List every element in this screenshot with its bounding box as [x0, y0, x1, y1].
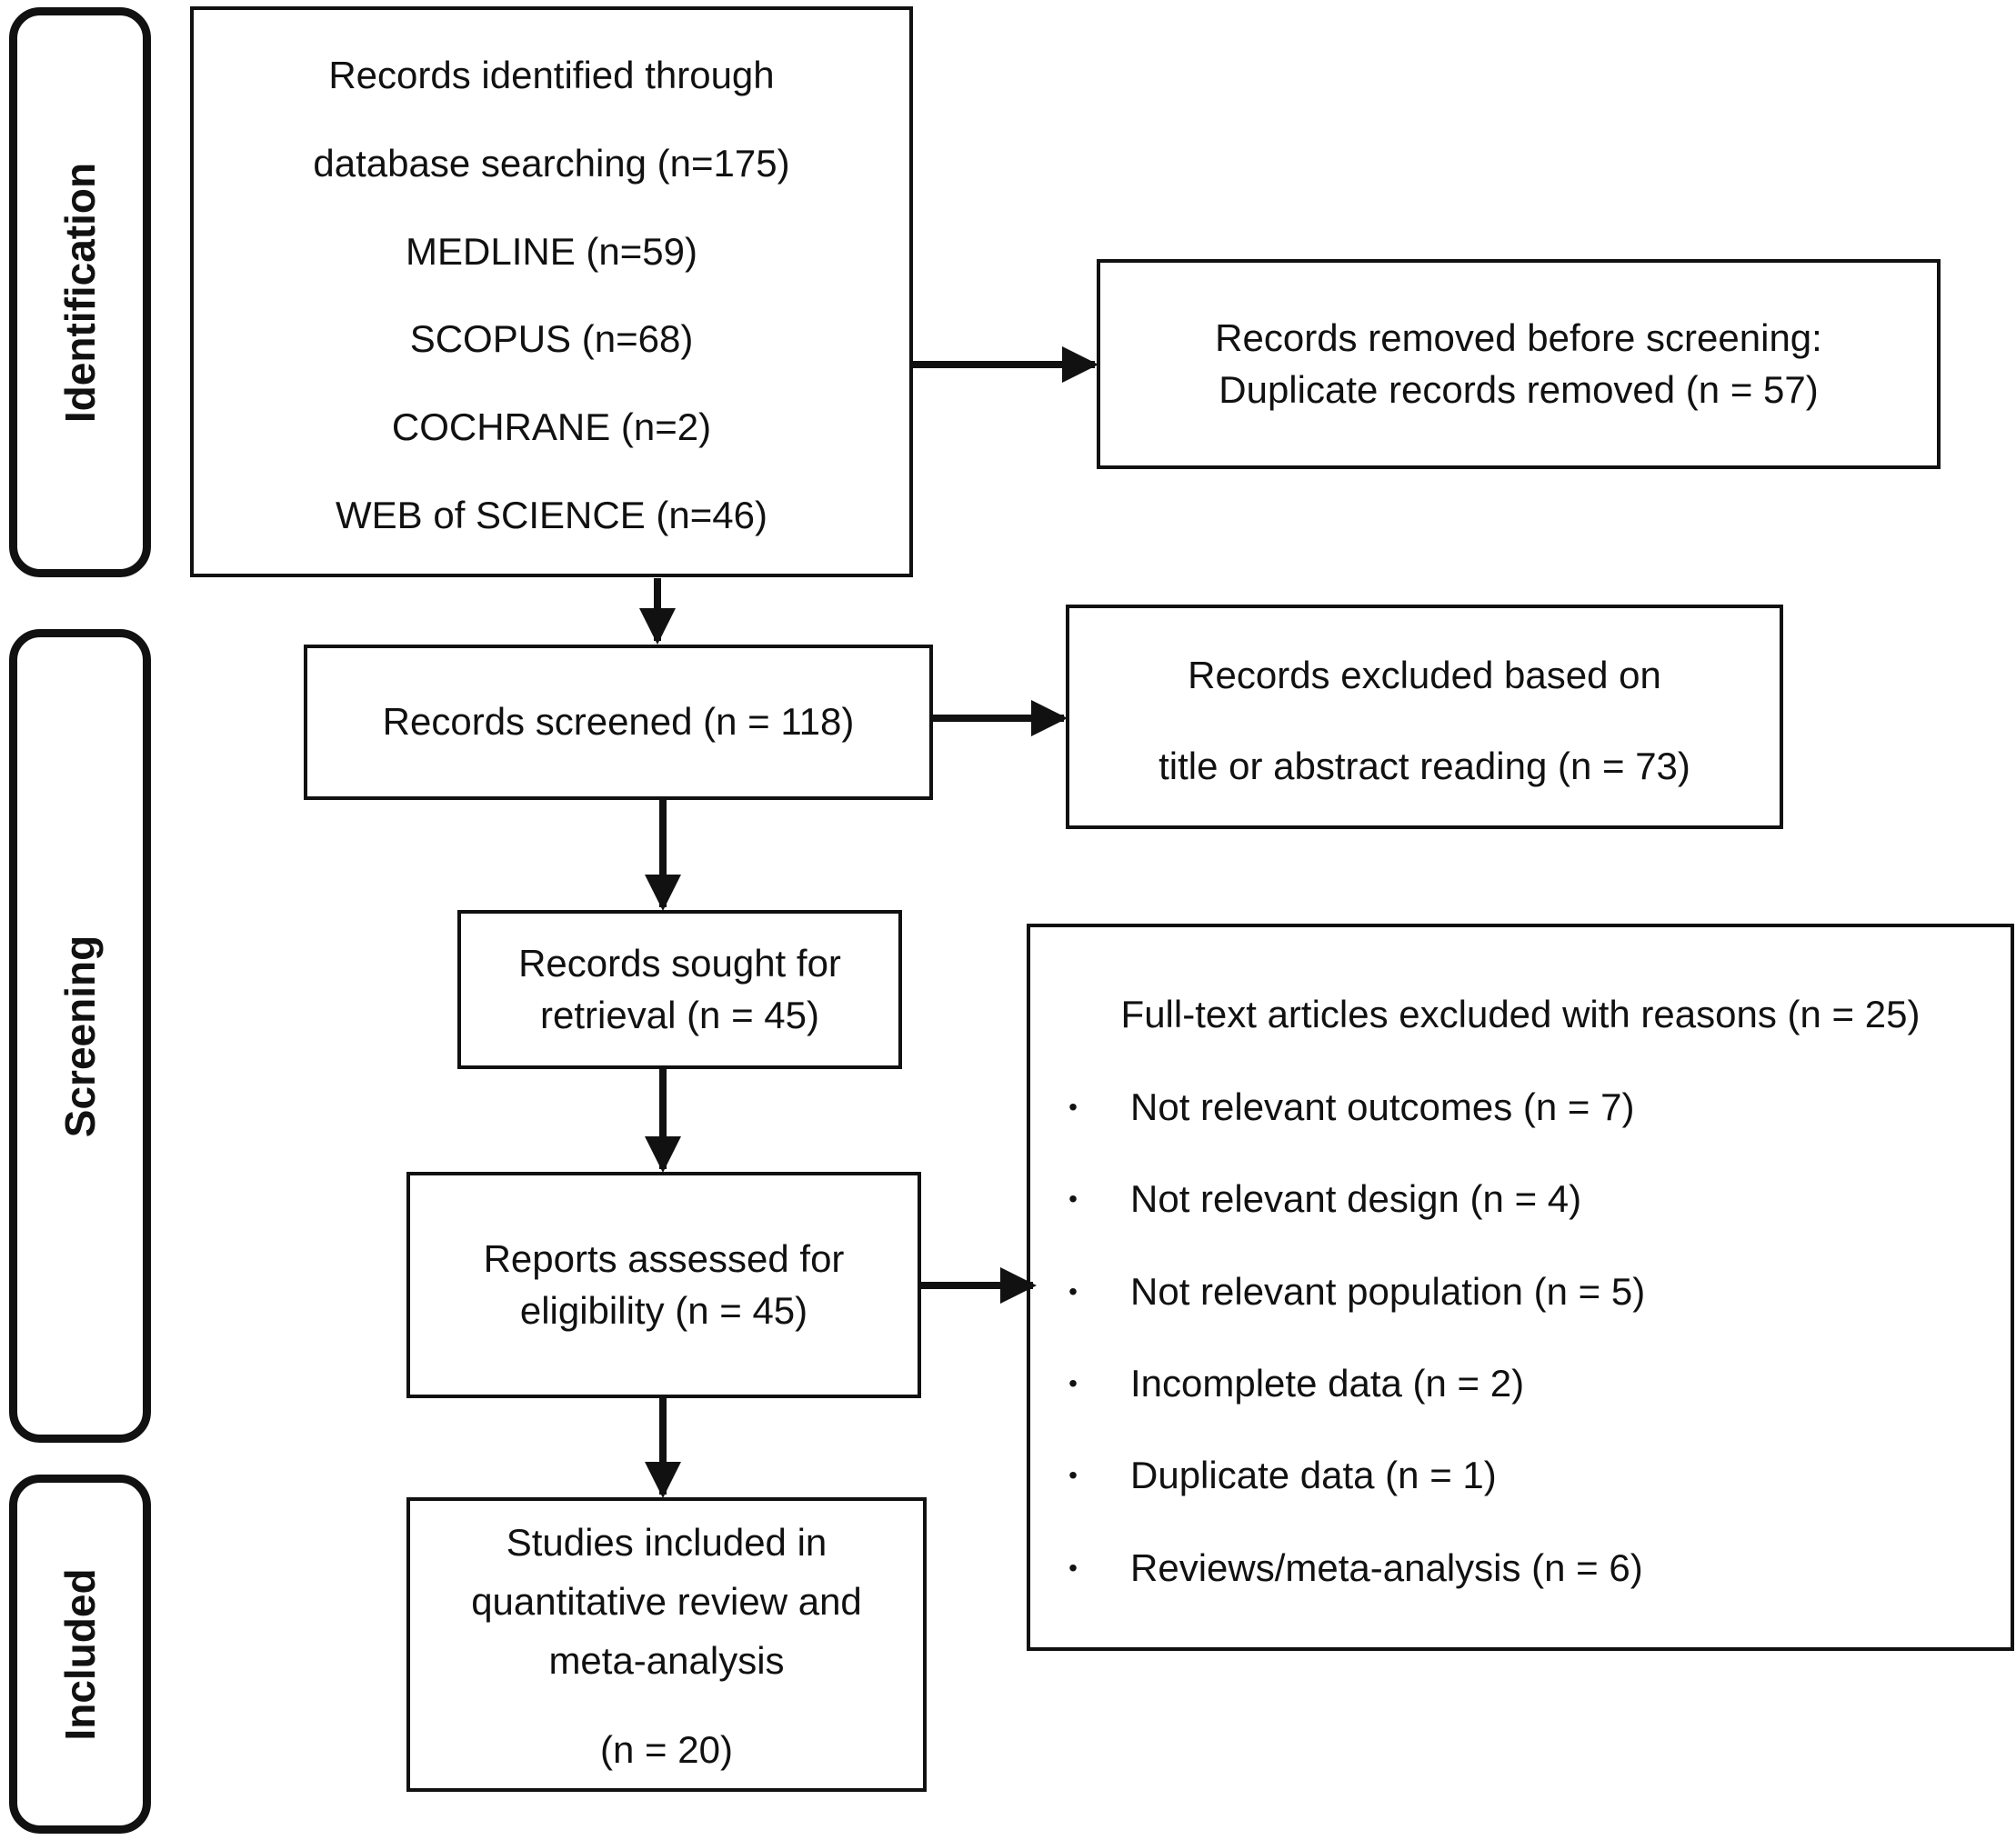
bullet-icon: •	[1068, 1093, 1078, 1121]
screened-text: Records screened (n = 118)	[382, 700, 855, 744]
records-screened-box: Records screened (n = 118)	[304, 645, 933, 800]
records-removed-box: Records removed before screening: Duplic…	[1097, 259, 1941, 469]
sought-line-1: Records sought for	[518, 942, 841, 985]
included-phase-label: Included	[56, 1567, 104, 1741]
bullet-icon: •	[1068, 1369, 1078, 1397]
included-phase-panel: Included	[9, 1475, 151, 1834]
exclusion-reason-text: Incomplete data (n = 2)	[1130, 1362, 1525, 1405]
exclusion-reason-item: • Duplicate data (n = 1)	[1030, 1450, 2011, 1501]
bullet-icon: •	[1068, 1277, 1078, 1305]
exclusion-reason-item: • Not relevant design (n = 4)	[1030, 1174, 2011, 1225]
exclusion-reason-item: • Reviews/meta-analysis (n = 6)	[1030, 1543, 2011, 1594]
identified-line-2: database searching (n=175)	[313, 142, 790, 185]
screening-phase-label: Screening	[56, 935, 104, 1137]
reports-assessed-box: Reports assessed for eligibility (n = 45…	[406, 1172, 921, 1398]
studies-included-box: Studies included in quantitative review …	[406, 1497, 927, 1792]
screening-phase-panel: Screening	[9, 629, 151, 1443]
assessed-line-2: eligibility (n = 45)	[519, 1288, 808, 1332]
identification-phase-panel: Identification	[9, 7, 151, 577]
records-excluded-title-box: Records excluded based on title or abstr…	[1066, 605, 1783, 829]
exclusion-reason-text: Reviews/meta-analysis (n = 6)	[1130, 1546, 1643, 1589]
exclusion-reason-text: Not relevant population (n = 5)	[1130, 1270, 1646, 1313]
bullet-icon: •	[1068, 1554, 1078, 1582]
sought-line-2: retrieval (n = 45)	[540, 993, 819, 1036]
removed-line-1: Records removed before screening:	[1215, 316, 1822, 360]
identified-scopus: SCOPUS (n=68)	[409, 317, 694, 360]
assessed-line-1: Reports assessed for	[483, 1237, 845, 1281]
identification-phase-label: Identification	[56, 162, 104, 423]
identified-web-of-science: WEB of SCIENCE (n=46)	[336, 494, 767, 536]
excluded-title-line-2: title or abstract reading (n = 73)	[1158, 745, 1690, 787]
included-line-2: quantitative review and	[471, 1580, 862, 1623]
fulltext-excluded-box: Full-text articles excluded with reasons…	[1027, 924, 2014, 1651]
excluded-title-line-1: Records excluded based on	[1188, 654, 1661, 696]
fulltext-excluded-title: Full-text articles excluded with reasons…	[1120, 993, 1921, 1035]
removed-line-2: Duplicate records removed (n = 57)	[1219, 367, 1819, 411]
identified-line-1: Records identified through	[328, 54, 775, 96]
bullet-icon: •	[1068, 1461, 1078, 1489]
bullet-icon: •	[1068, 1185, 1078, 1213]
exclusion-reason-item: • Incomplete data (n = 2)	[1030, 1358, 2011, 1409]
included-count: (n = 20)	[600, 1728, 733, 1771]
exclusion-reason-text: Not relevant outcomes (n = 7)	[1130, 1085, 1635, 1128]
exclusion-reason-text: Not relevant design (n = 4)	[1130, 1177, 1582, 1220]
records-identified-box: Records identified through database sear…	[190, 6, 913, 577]
included-line-3: meta-analysis	[548, 1639, 785, 1682]
exclusion-reason-item: • Not relevant outcomes (n = 7)	[1030, 1082, 2011, 1133]
records-sought-box: Records sought for retrieval (n = 45)	[457, 910, 902, 1069]
identified-cochrane: COCHRANE (n=2)	[391, 405, 712, 448]
identified-medline: MEDLINE (n=59)	[406, 230, 697, 273]
included-line-1: Studies included in	[506, 1521, 827, 1564]
exclusion-reason-item: • Not relevant population (n = 5)	[1030, 1266, 2011, 1317]
exclusion-reason-text: Duplicate data (n = 1)	[1130, 1454, 1497, 1496]
